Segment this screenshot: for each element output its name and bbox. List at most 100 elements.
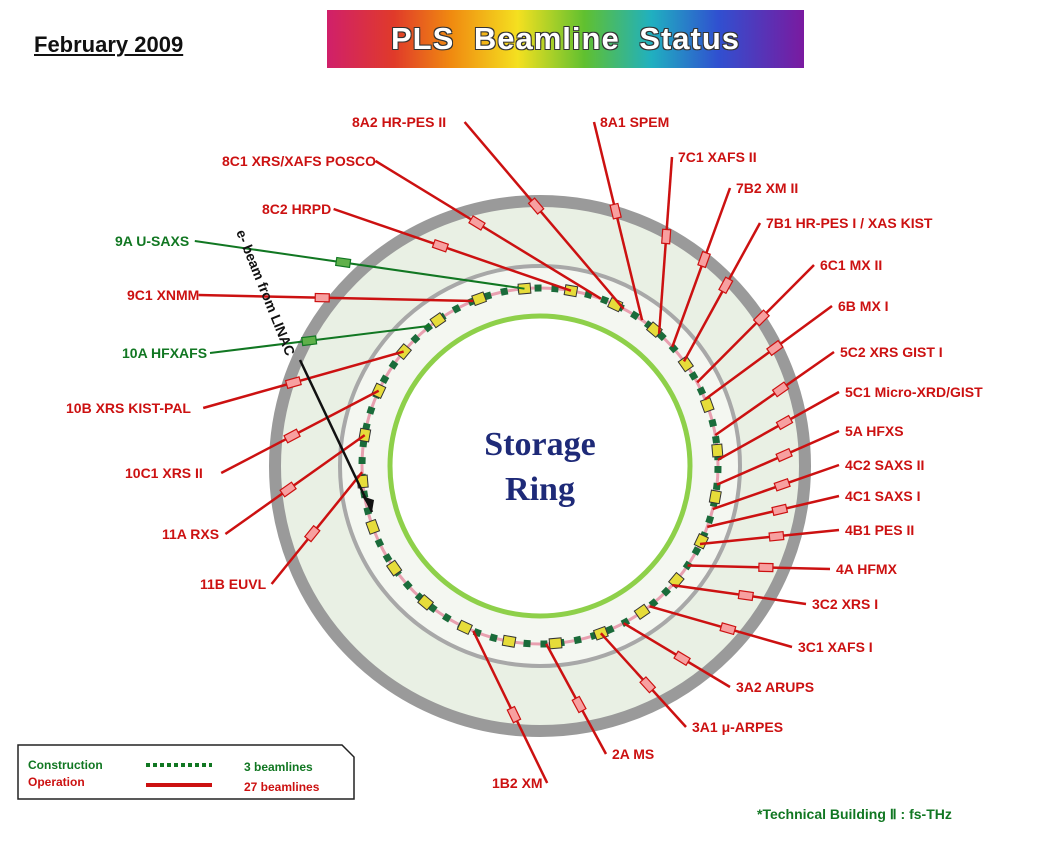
bl-6b-label: 6B MX I xyxy=(838,298,889,314)
bl-11a-line xyxy=(224,434,366,536)
bl-7b2-endstation xyxy=(697,250,711,269)
page-title: PLS Beamline Status xyxy=(390,21,741,56)
bl-3a1-label: 3A1 μ-ARPES xyxy=(692,719,783,735)
bl-4c2-endstation xyxy=(773,477,791,492)
bl-6b-endstation xyxy=(766,339,784,357)
bl-3c1-endstation xyxy=(719,622,737,636)
bl-5a-label: 5A HFXS xyxy=(845,423,904,439)
storage-ring-title-line1: Storage xyxy=(484,426,595,463)
bl-8c2-endstation xyxy=(431,238,450,253)
bl-10b-endstation xyxy=(284,376,302,390)
bending-magnet xyxy=(471,291,488,307)
bl-10a-endstation xyxy=(301,335,318,347)
date-label: February 2009 xyxy=(34,32,184,57)
storage-ring-dashed xyxy=(358,284,722,648)
bl-10c1-line xyxy=(220,389,380,475)
bl-3a2-endstation xyxy=(673,650,691,667)
bl-4a-endstation xyxy=(758,562,774,573)
bl-2a-label: 2A MS xyxy=(612,746,654,762)
bl-8a1-line xyxy=(592,121,644,321)
bl-3c2-label: 3C2 XRS I xyxy=(812,596,878,612)
bl-3a2-label: 3A2 ARUPS xyxy=(736,679,814,695)
bl-4a-label: 4A HFMX xyxy=(836,561,898,577)
bl-8a2-label: 8A2 HR-PES II xyxy=(352,114,446,130)
bending-magnet xyxy=(365,518,381,535)
linac-beam-arrow xyxy=(298,359,374,513)
bl-9a-line xyxy=(194,240,525,290)
bending-magnet xyxy=(417,593,435,611)
bl-5c1-label: 5C1 Micro-XRD/GIST xyxy=(845,384,983,400)
bl-1b2-label: 1B2 XM xyxy=(492,775,543,791)
bl-9c1-endstation xyxy=(314,292,330,303)
legend-box xyxy=(17,744,355,800)
bl-6c1-line xyxy=(696,264,815,384)
bending-magnet xyxy=(456,619,473,636)
bl-11b-endstation xyxy=(303,524,321,543)
legend-operation-count: 27 beamlines xyxy=(244,780,320,794)
bl-7c1-endstation xyxy=(661,228,672,245)
bl-4b1-endstation xyxy=(768,530,785,542)
bl-5a-endstation xyxy=(775,447,793,463)
bl-10c1-endstation xyxy=(283,428,301,444)
bl-4c1-label: 4C1 SAXS I xyxy=(845,488,920,504)
bl-8c2-line xyxy=(333,207,572,292)
bl-4c1-endstation xyxy=(771,503,789,517)
bl-8c1-label: 8C1 XRS/XAFS POSCO xyxy=(222,153,376,169)
bl-9c1-label: 9C1 XNMM xyxy=(127,287,199,303)
bl-5c1-endstation xyxy=(775,414,794,431)
bl-8a1-label: 8A1 SPEM xyxy=(600,114,669,130)
bl-3a1-endstation xyxy=(639,676,657,694)
bl-6c1-label: 6C1 MX II xyxy=(820,257,882,273)
bl-8c2-label: 8C2 HRPD xyxy=(262,201,331,217)
bl-8a1-endstation xyxy=(609,202,622,220)
bl-3c2-endstation xyxy=(737,589,754,602)
legend-construction-label: Construction xyxy=(28,758,103,772)
bl-6b-line xyxy=(704,304,833,401)
bl-7b1-line xyxy=(682,222,762,362)
bending-magnet xyxy=(708,489,722,505)
bl-7c1-label: 7C1 XAFS II xyxy=(678,149,757,165)
bl-11a-label: 11A RXS xyxy=(162,526,219,542)
bending-magnet xyxy=(501,634,517,648)
bl-5c2-endstation xyxy=(771,381,790,398)
legend: Construction 3 beamlines Operation 27 be… xyxy=(17,744,355,800)
bl-7b1-endstation xyxy=(718,276,734,295)
bl-7b2-label: 7B2 XM II xyxy=(736,180,798,196)
bl-6c1-endstation xyxy=(752,309,771,327)
bl-4c2-label: 4C2 SAXS II xyxy=(845,457,924,473)
bl-2a-endstation xyxy=(571,695,587,714)
bl-10b-line xyxy=(202,350,404,410)
bending-magnet xyxy=(548,637,563,650)
bending-magnet xyxy=(677,355,695,373)
bl-7c1-line xyxy=(657,156,674,334)
inner-ring xyxy=(387,313,693,619)
bl-9a-label: 9A U-SAXS xyxy=(115,233,189,249)
bl-7b1-label: 7B1 HR-PES I / XAS KIST xyxy=(766,215,933,231)
bl-11b-label: 11B EUVL xyxy=(200,576,267,592)
bl-8c1-line xyxy=(374,159,602,300)
bl-9c1-line xyxy=(198,293,474,303)
title-banner: PLS Beamline Status xyxy=(327,10,804,68)
bl-10a-label: 10A HFXAFS xyxy=(122,345,207,361)
bl-9a-endstation xyxy=(334,256,352,269)
bl-8c1-endstation xyxy=(468,215,486,231)
linac-beam-label: e- beam from LINAC xyxy=(233,227,298,358)
linac-arrow-head xyxy=(362,496,374,512)
bl-10c1-label: 10C1 XRS II xyxy=(125,465,203,481)
bl-10a-line xyxy=(209,324,431,354)
bending-magnet xyxy=(429,311,447,329)
bl-1b2-line xyxy=(472,630,549,784)
legend-construction-count: 3 beamlines xyxy=(244,760,313,774)
bl-5c2-label: 5C2 XRS GIST I xyxy=(840,344,943,360)
bl-8a2-line xyxy=(463,121,625,310)
bl-11a-endstation xyxy=(279,481,297,498)
legend-operation-label: Operation xyxy=(28,775,85,789)
storage-ring-title-line2: Ring xyxy=(505,471,575,508)
bending-magnet xyxy=(711,443,724,458)
bending-magnet xyxy=(385,559,403,577)
bl-7b2-line xyxy=(671,187,732,348)
bl-4b1-label: 4B1 PES II xyxy=(845,522,914,538)
bl-8a2-endstation xyxy=(527,197,545,215)
bl-10b-label: 10B XRS KIST-PAL xyxy=(66,400,191,416)
